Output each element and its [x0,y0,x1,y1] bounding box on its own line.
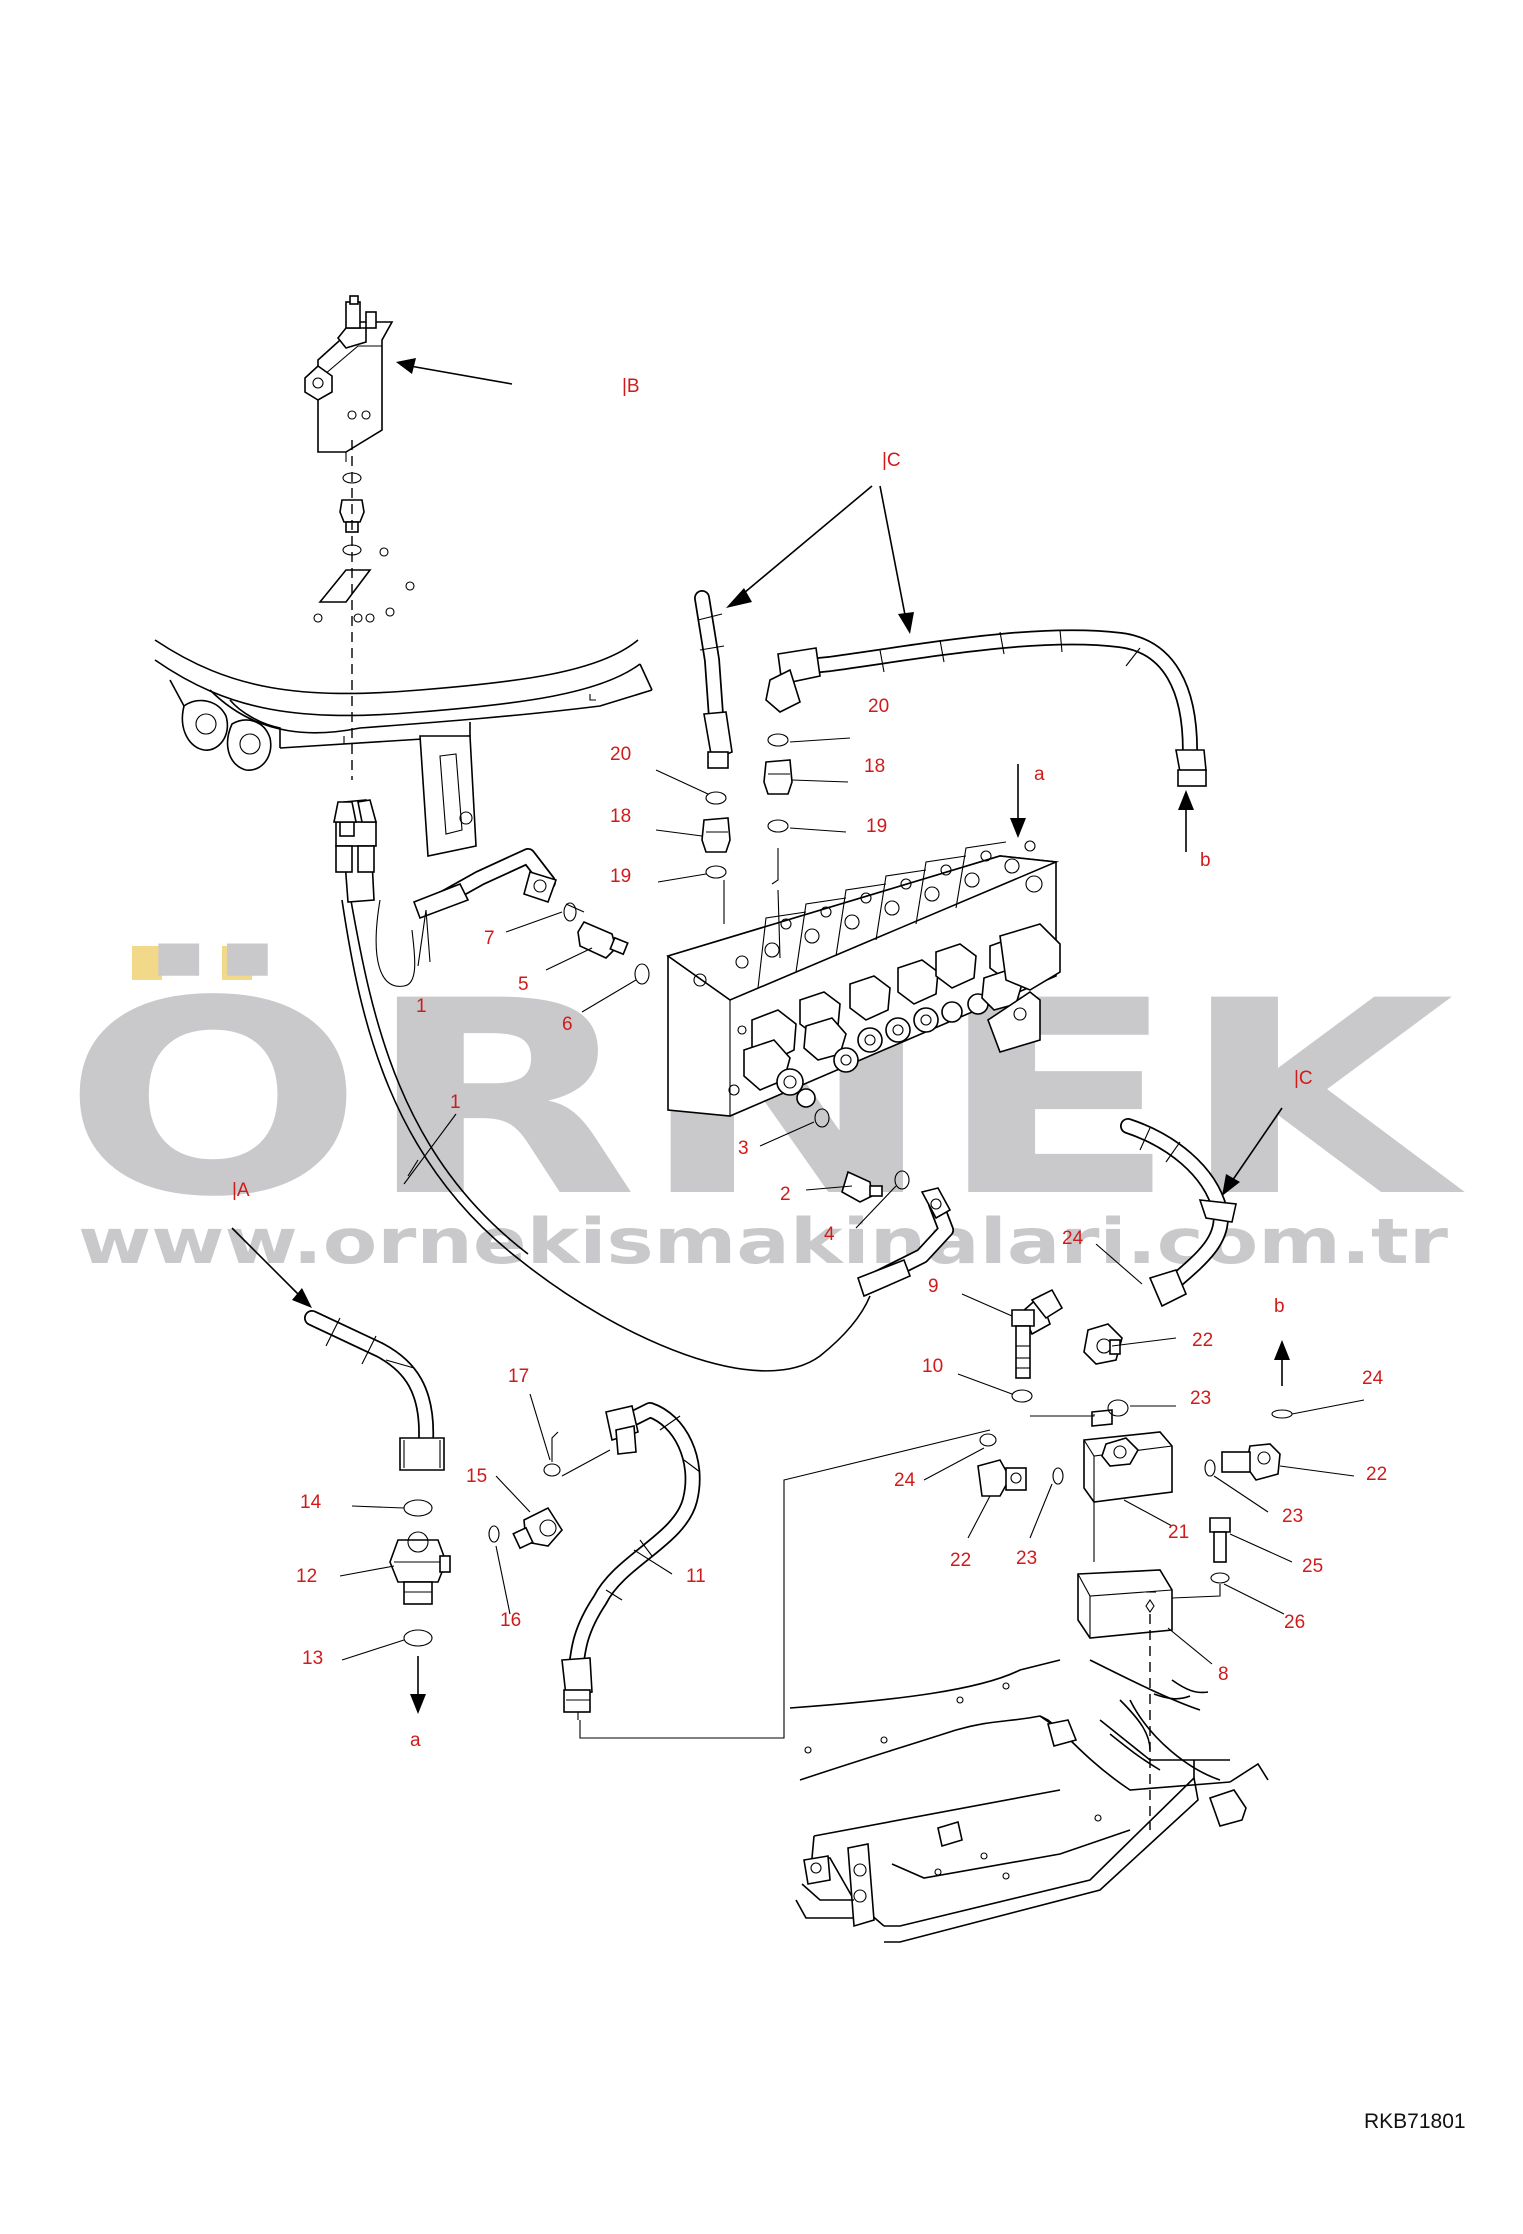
part-label-26: 26 [1284,1612,1305,1633]
part-label-25: 25 [1302,1556,1323,1577]
bolt-9 [1011,1309,1035,1327]
right-fittings [977,1288,1293,1830]
part-label-22-left: 22 [950,1550,971,1571]
fitting-12 [389,1539,447,1583]
part-label-3: 3 [738,1138,749,1159]
part-label-24-right: 24 [1362,1368,1384,1389]
ref-label-b: |B [622,376,640,397]
fittings-upper [563,733,910,1203]
ref-label-a-lower-2: a [410,1730,421,1751]
part-label-20-left: 20 [610,744,631,765]
part-label-14: 14 [300,1492,322,1513]
hose-a-end [399,1437,445,1471]
part-label-4: 4 [824,1224,835,1245]
part-label-1-upper: 1 [416,996,427,1017]
reference-labels: |B |C |C |A a a b b [232,376,1313,1751]
part-labels: 1 1 2 3 4 5 6 7 8 9 10 11 12 13 14 15 16… [296,696,1387,1685]
ref-label-c-right: |C [1294,1068,1313,1089]
part-label-12: 12 [296,1566,317,1587]
part-label-11: 11 [686,1566,706,1587]
drawing-code: RKB71801 [1364,2110,1466,2133]
hose-1 [333,799,871,1372]
lower-frame [789,1659,1269,1943]
leader-lines [231,358,1365,1714]
pilot-valve-assembly [304,295,415,780]
part-label-24-left: 24 [894,1470,916,1491]
fitting-22-right [1245,1443,1281,1481]
ref-label-b-lower-2: b [1274,1296,1285,1317]
mount-plate-slot [318,569,372,603]
watermark-umlaut-dot-left [132,946,162,980]
part-label-8: 8 [1218,1664,1229,1685]
part-label-1-lower: 1 [450,1092,461,1113]
watermark-url: www.ornekismakinalari.com.tr [78,1205,1449,1278]
upper-frame [154,639,653,857]
lower-frame-lug [847,1843,875,1928]
part-label-17: 17 [508,1366,529,1387]
part-label-10: 10 [922,1356,943,1377]
part-label-6: 6 [562,1014,573,1035]
ref-label-a-lower: a [1034,764,1045,785]
fitting-18-left [701,817,731,853]
part-label-18-left: 18 [610,806,631,827]
bolt-25 [1209,1517,1231,1533]
fitting-2 [841,1170,873,1203]
watermark-umlaut-dot-right [222,946,252,980]
part-label-9: 9 [928,1276,939,1297]
part-label-5: 5 [518,974,529,995]
part-label-18-right: 18 [864,756,885,777]
part-label-7: 7 [484,928,495,949]
part-label-23-left: 23 [1016,1548,1037,1569]
frame-lug [181,699,229,751]
fitting-22-left [977,1459,1011,1497]
ref-label-c-top: |C [882,450,901,471]
part-label-23-top: 23 [1190,1388,1211,1409]
o-ring-23-top [1107,1399,1129,1417]
bracket-8 [1077,1569,1173,1639]
part-label-21: 21 [1168,1522,1189,1543]
hose-a-assembly [304,1310,451,1647]
washer-10 [1011,1389,1033,1403]
frame-bracket [419,735,477,857]
spool-caps [743,923,1061,1108]
part-label-2: 2 [780,1184,791,1205]
part-label-20-right: 20 [868,696,889,717]
fitting-22-upper [1091,1409,1113,1427]
washer-26 [1210,1572,1230,1584]
fitting-5 [577,920,617,959]
hose-11-assembly [488,1402,991,1739]
part-label-13: 13 [302,1648,323,1669]
hose-c-right [1120,1118,1237,1308]
part-label-19-left: 19 [610,866,631,887]
part-label-22-right: 22 [1366,1464,1387,1485]
o-ring-20-left [705,791,727,805]
hose-c-upper [694,590,733,769]
part-label-22-top: 22 [1192,1330,1213,1351]
part-label-23-right: 23 [1282,1506,1303,1527]
part-label-19-right: 19 [866,816,887,837]
part-label-16: 16 [500,1610,521,1631]
part-label-24-upper: 24 [1062,1228,1084,1249]
hose-c-long [765,629,1207,787]
ref-label-a: |A [232,1180,250,1201]
ref-label-b-lower: b [1200,850,1211,871]
pilot-valve-mount-ear [304,364,333,401]
control-valve-block [666,840,1061,1117]
hose-4 [857,1187,954,1298]
part-label-15: 15 [466,1466,487,1487]
fitting-18-right [763,759,793,795]
